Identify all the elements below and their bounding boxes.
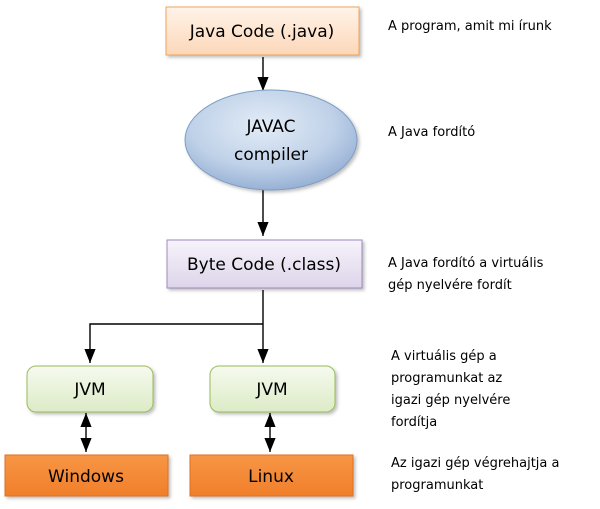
note-source: A program, amit mi írunk — [388, 19, 552, 34]
linux-node — [189, 454, 354, 497]
compiler-node — [184, 89, 358, 191]
jvm-right-label: JVM — [255, 380, 287, 400]
jvm-right-node — [209, 365, 336, 413]
linux-label: Linux — [248, 467, 294, 487]
note-bytecode: A Java fordító a virtuális gép nyelvére … — [388, 256, 544, 293]
source-node — [165, 6, 360, 56]
windows-label: Windows — [48, 467, 124, 487]
jvm-left-label: JVM — [73, 380, 105, 400]
source-label: Java Code (.java) — [189, 22, 335, 42]
connectors — [80, 57, 276, 452]
compiler-label-line1: JAVAC — [246, 117, 296, 137]
windows-node — [4, 454, 169, 497]
compiler-label-line2: compiler — [234, 145, 308, 165]
bytecode-label: Byte Code (.class) — [187, 255, 341, 275]
note-os: Az igazi gép végrehajtja a programunkat — [391, 456, 560, 493]
bytecode-node — [166, 239, 363, 289]
note-compiler: A Java fordító — [388, 125, 476, 140]
note-jvm: A virtuális gép a programunkat az igazi … — [391, 349, 511, 430]
jvm-left-node — [26, 365, 154, 413]
branch-to-left-jvm — [84, 323, 263, 363]
